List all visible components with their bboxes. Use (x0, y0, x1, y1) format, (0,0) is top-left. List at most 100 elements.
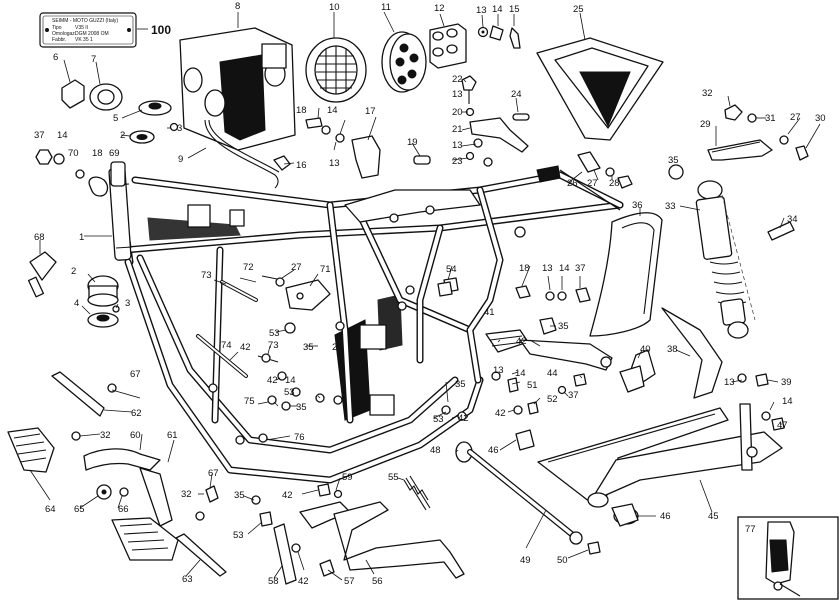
nameplate-row2-value: DGM 2008 OM (75, 31, 109, 37)
label-13b: 13 (329, 158, 340, 169)
label-13e: 13 (542, 263, 553, 274)
label-35e: 35 (455, 379, 466, 390)
label-32b: 32 (100, 430, 111, 441)
label-25: 25 (573, 4, 584, 15)
label-67b: 67 (208, 468, 219, 479)
label-8: 8 (235, 1, 240, 12)
label-24: 24 (511, 89, 522, 100)
label-72: 72 (243, 262, 254, 273)
label-12: 12 (434, 3, 445, 14)
label-42f: 42 (298, 576, 309, 587)
label-30: 30 (815, 113, 826, 124)
label-13f: 13 (493, 365, 504, 376)
label-14c: 14 (57, 130, 68, 141)
label-13g: 13 (724, 377, 735, 388)
label-34: 34 (787, 214, 798, 225)
label-61: 61 (167, 430, 178, 441)
label-21: 21 (452, 124, 463, 135)
label-31: 31 (765, 113, 776, 124)
left-lock-parts (27, 251, 120, 328)
label-46b: 46 (660, 511, 671, 522)
center-top-hardware (273, 75, 561, 183)
rear-shock (668, 164, 795, 339)
label-35a: 35 (668, 155, 679, 166)
label-32a: 32 (702, 88, 713, 99)
swingarm (537, 403, 785, 527)
label-74: 74 (221, 340, 232, 351)
label-27b: 27 (790, 112, 801, 123)
label-42d: 42 (495, 408, 506, 419)
label-5: 5 (113, 113, 118, 124)
label-47: 47 (777, 420, 788, 431)
label-1: 1 (79, 232, 84, 243)
label-66: 66 (118, 504, 129, 515)
nameplate-row3-label: Fabbr. (52, 37, 66, 43)
label-65: 65 (74, 504, 85, 515)
label-18b: 18 (92, 148, 103, 159)
label-20: 20 (452, 107, 463, 118)
label-53d: 53 (233, 530, 244, 541)
label-38: 38 (667, 344, 678, 355)
brake-pedal-assembly (485, 329, 645, 393)
main-frame (108, 167, 624, 484)
label-53a: 53 (269, 328, 280, 339)
label-49: 49 (520, 555, 531, 566)
label-9: 9 (178, 154, 183, 165)
rear-top-hardware (577, 104, 809, 189)
label-54: 54 (446, 264, 457, 275)
label-14a: 14 (492, 4, 503, 15)
label-27c: 27 (291, 262, 302, 273)
label-29: 29 (700, 119, 711, 130)
label-58: 58 (268, 576, 279, 587)
label-48: 48 (430, 445, 441, 456)
label-3: 3 (177, 123, 182, 134)
label-17: 17 (365, 106, 376, 117)
label-57: 57 (344, 576, 355, 587)
label-73b: 73 (268, 340, 279, 351)
center-mounting-parts (196, 275, 453, 411)
label-32c: 32 (181, 489, 192, 500)
label-75: 75 (244, 396, 255, 407)
label-39: 39 (781, 377, 792, 388)
label-16: 16 (296, 160, 307, 171)
label-13c: 13 (452, 89, 463, 100)
label-42c: 42 (267, 375, 278, 386)
label-73a: 73 (201, 270, 212, 281)
label-37b: 37 (575, 263, 586, 274)
label-33: 33 (665, 201, 676, 212)
label-67a: 67 (130, 369, 141, 380)
label-14e: 14 (285, 375, 296, 386)
label-2: 2 (120, 130, 125, 141)
filter-cover (381, 31, 427, 93)
label-53b: 53 (284, 387, 295, 398)
label-35b: 35 (558, 321, 569, 332)
label-68: 68 (34, 232, 45, 243)
callout-100: 100 (151, 23, 171, 37)
label-14d: 14 (559, 263, 570, 274)
label-27a: 27 (587, 178, 598, 189)
label-41: 41 (484, 307, 495, 318)
label-46a: 46 (488, 445, 499, 456)
label-3b: 3 (125, 298, 130, 309)
label-69: 69 (109, 148, 120, 159)
label-37a: 37 (34, 130, 45, 141)
label-63: 63 (182, 574, 193, 585)
label-51: 51 (527, 380, 538, 391)
label-53c: 53 (433, 414, 444, 425)
label-14b: 14 (327, 105, 338, 116)
label-44: 44 (547, 368, 558, 379)
label-76: 76 (294, 432, 305, 443)
label-2b: 2 (71, 266, 76, 277)
label-45: 45 (708, 511, 719, 522)
label-42g: 42 (282, 490, 293, 501)
air-filter (305, 37, 367, 103)
label-18a: 18 (296, 105, 307, 116)
label-10: 10 (329, 2, 340, 13)
label-62: 62 (131, 408, 142, 419)
part-number-labels: 1 2 2 3 3 4 5 6 7 8 9 10 11 12 13 14 15 … (34, 1, 826, 587)
label-50: 50 (557, 555, 568, 566)
nameplate-brand: SEIMM - MOTO GUZZI (Italy) (52, 18, 118, 24)
label-42b: 42 (240, 342, 251, 353)
label-11: 11 (381, 2, 391, 13)
label-13d: 13 (452, 140, 463, 151)
